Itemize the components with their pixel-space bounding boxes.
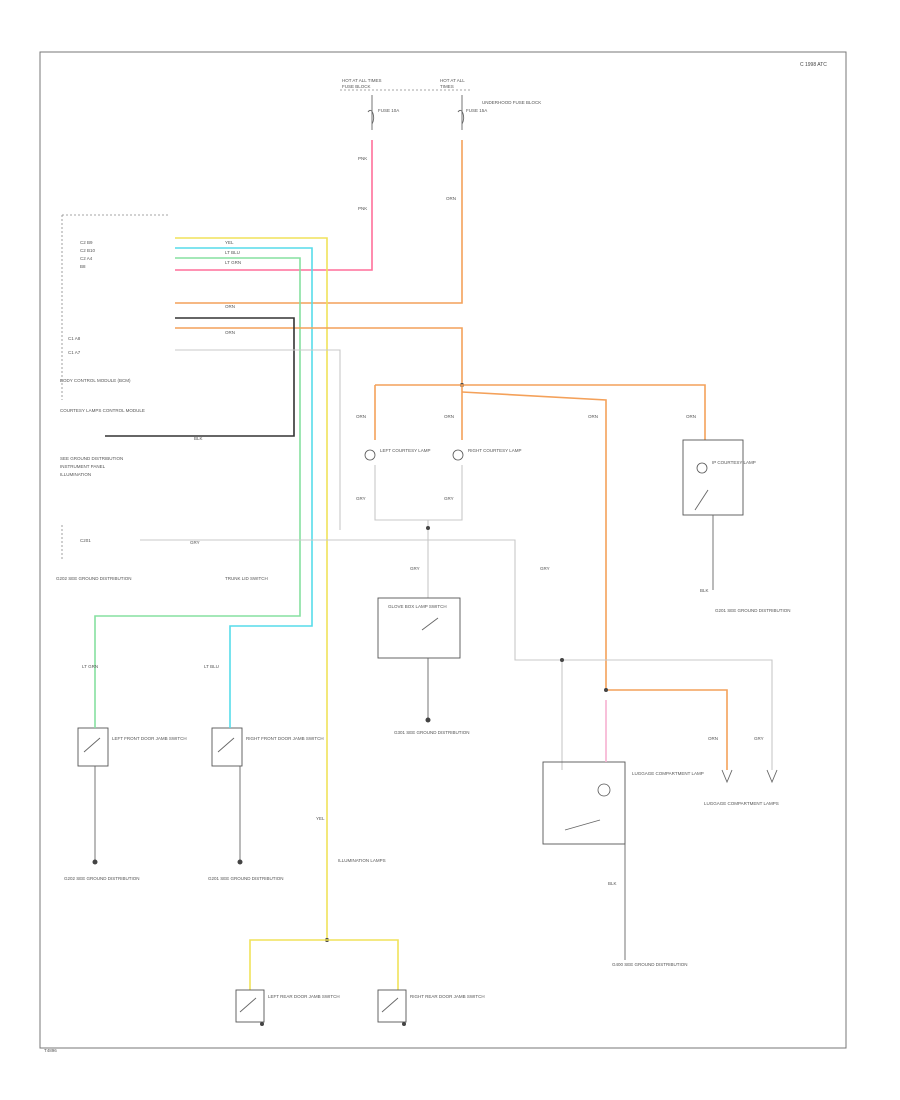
fuse-block-right-label-2: TIMES	[440, 84, 454, 89]
ground-note-2: G202 SEE GROUND DISTRIBUTION	[56, 576, 132, 581]
fuse-a-label: FUSE 10A	[378, 108, 399, 113]
orange-luggage-feed	[606, 689, 728, 770]
orange-label-luggage: ORN	[708, 736, 718, 741]
orange-cargo-feed	[461, 391, 607, 690]
yellow-branch-label: YEL	[316, 816, 325, 821]
left-front-door-switch: LEFT FRONT DOOR JAMB SWITCH	[77, 727, 187, 767]
glove-box-switch: GLOVE BOX LAMP SWITCH	[377, 597, 461, 659]
cargo-lamp: LUGGAGE COMPARTMENT LAMP	[542, 761, 704, 845]
svg-text:LUGGAGE COMPARTMENT LAMP: LUGGAGE COMPARTMENT LAMP	[632, 771, 704, 776]
left-switch-ground	[92, 859, 98, 865]
pink-wire	[175, 140, 373, 271]
orange-wire-feed	[175, 140, 463, 304]
module-pin-row-6: C1 A7	[68, 350, 81, 355]
svg-text:GLOVE BOX LAMP SWITCH: GLOVE BOX LAMP SWITCH	[388, 604, 447, 609]
right-rear-door-switch: RIGHT REAR DOOR JAMB SWITCH	[377, 989, 485, 1026]
c201-label: C201	[80, 538, 91, 543]
module-pin-row-5: C1 A8	[68, 336, 81, 341]
pink-wire-label-2: PNK	[358, 206, 367, 211]
yellow-wire-label: YEL	[225, 240, 234, 245]
green-wire-label: LT GRN	[225, 260, 241, 265]
svg-text:LUGGAGE COMPARTMENT LAMPS: LUGGAGE COMPARTMENT LAMPS	[704, 801, 779, 806]
orange-label-ip: ORN	[686, 414, 696, 419]
ground-note-left-door: G202 SEE GROUND DISTRIBUTION	[64, 876, 140, 881]
ip-courtesy-lamp: IP COURTESY LAMP	[682, 439, 756, 516]
right-front-door-switch: RIGHT FRONT DOOR JAMB SWITCH	[211, 727, 324, 767]
fuse-b-label: FUSE 15A	[466, 108, 487, 113]
right-courtesy-lamp: RIGHT COURTESY LAMP	[452, 448, 522, 461]
left-rear-door-switch: LEFT REAR DOOR JAMB SWITCH	[235, 989, 340, 1026]
ground-note-right-door: G201 SEE GROUND DISTRIBUTION	[208, 876, 284, 881]
module-pin-row-1: C2 B9	[80, 240, 93, 245]
fuse-block-right-label-1: HOT AT ALL	[440, 78, 465, 83]
svg-text:LEFT REAR DOOR JAMB SWITCH: LEFT REAR DOOR JAMB SWITCH	[268, 994, 340, 999]
gray-label-left: GRY	[356, 496, 366, 501]
yellow-branch-desc: ILLUMINATION LAMPS	[338, 858, 386, 863]
module-note-3: ILLUMINATION	[60, 472, 91, 477]
ip-ground-wire-label: BLK	[700, 588, 709, 593]
trunk-switch-label: TRUNK LID SWITCH	[225, 576, 268, 581]
ground-note-cargo: G400 SEE GROUND DISTRIBUTION	[612, 962, 688, 967]
svg-text:LEFT FRONT DOOR JAMB SWITCH: LEFT FRONT DOOR JAMB SWITCH	[112, 736, 187, 741]
page-tag: T4896	[44, 1048, 57, 1053]
fuse-a-symbol	[367, 95, 375, 130]
module-pin-row-4: B8	[80, 264, 86, 269]
module-pin-row-3: C2 A4	[80, 256, 93, 261]
diagram-border	[39, 51, 847, 1049]
module-title: BODY CONTROL MODULE (BCM)	[60, 378, 131, 383]
ground-note-ip: G201 SEE GROUND DISTRIBUTION	[715, 608, 791, 613]
right-switch-ground	[237, 859, 243, 865]
gray-wire-return	[175, 349, 341, 530]
left-courtesy-lamp: LEFT COURTESY LAMP	[364, 448, 431, 461]
orange-wire-courtesy	[175, 327, 463, 385]
module-note-1: SEE GROUND DISTRIBUTION	[60, 456, 123, 461]
yellow-wire	[175, 237, 328, 940]
cargo-ground-label: BLK	[608, 881, 617, 886]
gray-glove-label: GRY	[410, 566, 420, 571]
module-desc: COURTESY LAMPS CONTROL MODULE	[60, 408, 145, 413]
glovebox-ground	[425, 717, 431, 723]
ground-note-glove: G301 SEE GROUND DISTRIBUTION	[394, 730, 470, 735]
fuse-block-desc: UNDERHOOD FUSE BLOCK	[482, 100, 541, 105]
dark-wire-label: BLK	[194, 436, 203, 441]
orange-label-left: ORN	[356, 414, 366, 419]
svg-text:RIGHT COURTESY LAMP: RIGHT COURTESY LAMP	[468, 448, 522, 453]
splice-gray	[426, 526, 430, 530]
splice-gray-2	[560, 658, 564, 662]
code-label: C 1998 ATC	[800, 62, 827, 68]
orange-wire-label-1: ORN	[446, 196, 456, 201]
gray-main-bus	[140, 539, 773, 770]
svg-text:RIGHT REAR DOOR JAMB SWITCH: RIGHT REAR DOOR JAMB SWITCH	[410, 994, 485, 999]
fuse-block-left-label-1: HOT AT ALL TIMES	[342, 78, 382, 83]
yellow-rear-branch	[249, 939, 399, 990]
svg-text:IP COURTESY LAMP: IP COURTESY LAMP	[712, 460, 756, 465]
orange-bus	[375, 384, 706, 440]
cyan-wire	[175, 247, 313, 700]
orange-label-right: ORN	[444, 414, 454, 419]
left-door-wire-label: LT GRN	[82, 664, 98, 669]
fuse-block-left-label-2: FUSE BLOCK	[342, 84, 371, 89]
cyan-wire-label: LT BLU	[225, 250, 240, 255]
splice-orange-2	[604, 688, 608, 692]
gray-lamp-return	[374, 465, 463, 521]
fuse-b-symbol	[457, 95, 465, 130]
light-green-wire	[94, 257, 301, 700]
gray-cargo-label: GRY	[540, 566, 550, 571]
orange-wire-label-3: ORN	[225, 330, 235, 335]
module-note-2: INSTRUMENT PANEL	[60, 464, 106, 469]
svg-text:RIGHT FRONT DOOR JAMB SWITCH: RIGHT FRONT DOOR JAMB SWITCH	[246, 736, 324, 741]
module-pin-row-2: C2 B10	[80, 248, 96, 253]
right-door-wire-label: LT BLU	[204, 664, 219, 669]
orange-wire-label-2: ORN	[225, 304, 235, 309]
luggage-lamps: LUGGAGE COMPARTMENT LAMPS	[704, 769, 779, 806]
svg-text:LEFT COURTESY LAMP: LEFT COURTESY LAMP	[380, 448, 431, 453]
gray-label-right: GRY	[444, 496, 454, 501]
gray-bus-label: GRY	[190, 540, 200, 545]
dark-wire	[105, 317, 295, 437]
pink-wire-label-1: PNK	[358, 156, 367, 161]
orange-label-cargo: ORN	[588, 414, 598, 419]
gray-luggage-label: GRY	[754, 736, 764, 741]
